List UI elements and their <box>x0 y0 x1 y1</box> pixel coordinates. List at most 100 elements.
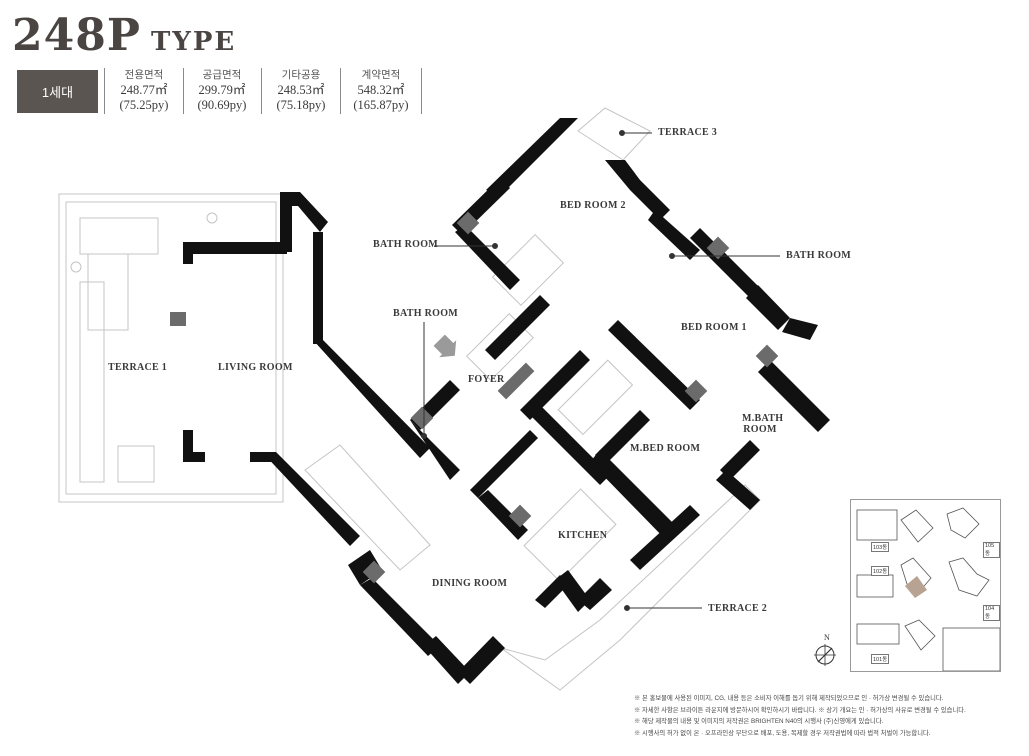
area-contract: 계약면적 548.32㎡ (165.87py) <box>341 68 422 114</box>
room-label-bed2: BED ROOM 2 <box>560 200 626 211</box>
closet <box>491 233 565 307</box>
building-103 <box>856 509 898 541</box>
room-label-terrace1: TERRACE 1 <box>108 362 168 373</box>
disclaimer-notes: ※ 본 홍보물에 사용된 이미지, CG, 내용 등은 소비자 이해를 돕기 위… <box>634 693 966 739</box>
wall <box>608 320 700 410</box>
note-line: ※ 본 홍보물에 사용된 이미지, CG, 내용 등은 소비자 이해를 돕기 위… <box>634 695 944 702</box>
wall <box>690 228 760 298</box>
keyplan-label: 101동 <box>871 654 890 664</box>
area-py: (75.18py) <box>276 98 326 112</box>
note-line: ※ 해당 제작물의 내용 및 이미지의 저작권은 BRIGHTEN N40의 시… <box>634 718 884 726</box>
partition <box>497 362 535 400</box>
wall <box>605 160 670 220</box>
wall <box>183 242 287 254</box>
drain <box>206 212 218 224</box>
wall <box>648 210 700 260</box>
area-common: 기타공용 248.53㎡ (75.18py) <box>262 68 341 114</box>
wall <box>478 490 528 540</box>
column <box>755 344 779 368</box>
terrace1-planter <box>117 445 155 483</box>
building-101-wing <box>904 619 936 651</box>
building-104 <box>948 557 990 597</box>
area-supply: 공급면적 299.79㎡ (90.69py) <box>183 68 262 114</box>
terrace1-outline <box>58 193 284 503</box>
room-label-mbath: M.BATH ROOM <box>742 413 784 435</box>
wall <box>486 118 578 196</box>
wall <box>485 295 550 360</box>
highlight-unit <box>905 576 927 598</box>
wall <box>782 318 818 340</box>
column <box>362 560 386 584</box>
entry-arrow-icon <box>433 334 457 358</box>
area-sqm: 299.79㎡ <box>198 83 246 97</box>
wall <box>578 578 612 610</box>
wall <box>360 578 440 656</box>
room-label-living: LIVING ROOM <box>218 362 293 373</box>
wall <box>758 360 830 432</box>
wall <box>250 452 274 462</box>
room-label-bath-right: BATH ROOM <box>786 250 852 261</box>
terrace1-planter <box>79 281 105 483</box>
keyplan-label: 102동 <box>871 566 890 576</box>
room-label-bath-upper: BATH ROOM <box>393 308 459 319</box>
key-plan-drawing <box>856 507 1000 671</box>
area-sqm: 248.77㎡ <box>120 83 168 97</box>
area-label: 계약면적 <box>361 69 401 81</box>
site-corner <box>942 627 1000 671</box>
room-label-dining: DINING ROOM <box>432 578 508 589</box>
wall <box>183 430 193 458</box>
area-py: (90.69py) <box>197 98 247 112</box>
wall <box>716 470 760 510</box>
terrace3-outline <box>577 107 651 161</box>
area-py: (75.25py) <box>119 98 169 112</box>
area-label: 기타공용 <box>281 69 321 81</box>
terrace1-inner <box>65 201 277 495</box>
room-label-bed1: BED ROOM 1 <box>681 322 747 333</box>
room-label-foyer: FOYER <box>468 374 505 385</box>
wall <box>262 452 360 546</box>
keyplan-label: 105동 <box>983 542 1000 558</box>
wall <box>470 430 538 498</box>
wall <box>313 232 323 344</box>
building-105 <box>946 507 980 539</box>
wall <box>458 636 505 684</box>
wall <box>590 450 680 542</box>
compass-north: N <box>824 633 830 642</box>
dining-glazing <box>304 444 431 571</box>
area-py: (165.87py) <box>353 98 409 112</box>
keyplan-label: 104동 <box>983 605 1000 621</box>
room-label-kitchen: KITCHEN <box>558 530 608 541</box>
column <box>410 406 434 430</box>
area-exclusive: 전용면적 248.77㎡ (75.25py) <box>104 68 184 114</box>
unit-number: 248P <box>12 10 141 61</box>
column <box>508 504 532 528</box>
mbath-line1: M.BATH <box>742 413 784 424</box>
wall <box>280 192 328 232</box>
walls <box>183 118 830 684</box>
building-102 <box>900 557 932 593</box>
keyplan-label: 103동 <box>871 542 890 552</box>
wall <box>455 225 520 290</box>
leader-lines <box>421 130 780 611</box>
area-label: 공급면적 <box>202 69 242 81</box>
wall <box>746 285 790 330</box>
unit-title: 248P TYPE <box>12 10 236 61</box>
wall <box>183 242 193 264</box>
wall <box>630 505 700 570</box>
key-plan: 103동 105동 102동 104동 101동 <box>850 499 1001 672</box>
area-sqm: 548.32㎡ <box>357 83 405 97</box>
terrace1-planter <box>79 217 159 255</box>
wall <box>720 440 760 480</box>
compass-icon: N <box>814 633 836 666</box>
wall <box>520 350 590 420</box>
note-line: ※ 자세한 사항은 브라이튼 라운지에 방문하시어 확인하시기 바랍니다. ※ … <box>634 706 966 714</box>
wall <box>183 452 205 462</box>
terrace1-planter <box>87 253 129 331</box>
building-101 <box>856 623 900 645</box>
terrace2-outline <box>500 484 761 691</box>
unit-type: TYPE <box>150 27 237 57</box>
closet <box>557 359 634 436</box>
note-line: ※ 시행사의 허가 없이 온 · 오프라인상 무단으로 배포, 도용, 복제할 … <box>634 729 931 737</box>
